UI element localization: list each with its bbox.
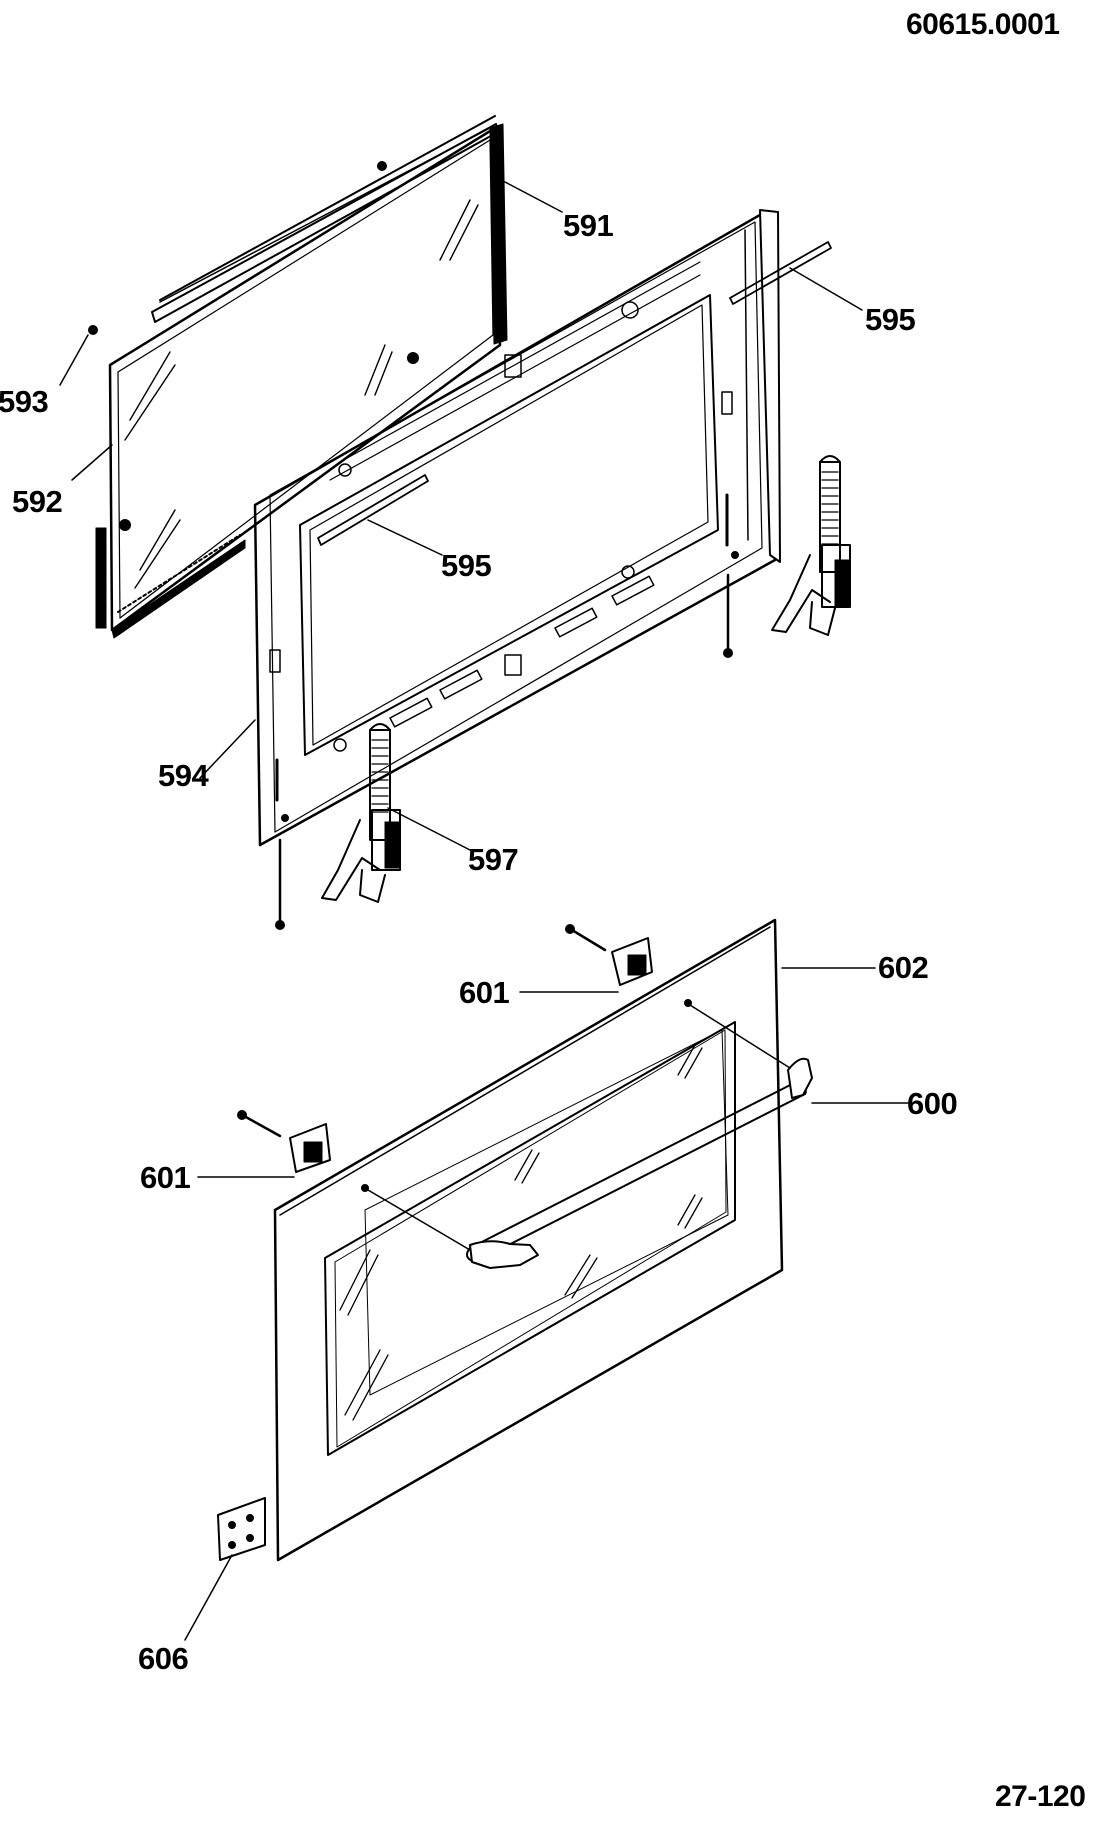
callout-594: 594 (158, 758, 209, 793)
callout-601-lower: 601 (140, 1160, 191, 1195)
hinge-right (772, 456, 850, 635)
callout-592: 592 (12, 484, 63, 519)
callout-601-upper: 601 (459, 975, 510, 1010)
callout-606: 606 (138, 1641, 189, 1676)
callout-597: 597 (468, 842, 519, 877)
bracket-upper (566, 925, 652, 985)
leader-lines (60, 182, 908, 1640)
callout-593: 593 (0, 384, 49, 419)
callout-600: 600 (907, 1086, 958, 1121)
callout-595-lower: 595 (441, 548, 492, 583)
callout-591: 591 (563, 208, 614, 243)
frame-screws (276, 575, 732, 929)
page-reference: 27-120 (995, 1780, 1086, 1813)
bracket-lower (238, 1111, 330, 1172)
rods (318, 242, 831, 545)
callout-595-upper: 595 (865, 302, 916, 337)
inner-door-frame (255, 210, 780, 845)
door-handle (362, 1000, 812, 1268)
drawing-number: 60615.0001 (906, 8, 1060, 41)
outer-door (275, 920, 782, 1560)
hinge-plate (218, 1498, 265, 1560)
hinge-left (322, 724, 400, 902)
callout-602: 602 (878, 950, 929, 985)
inner-glass-assembly (89, 116, 507, 638)
